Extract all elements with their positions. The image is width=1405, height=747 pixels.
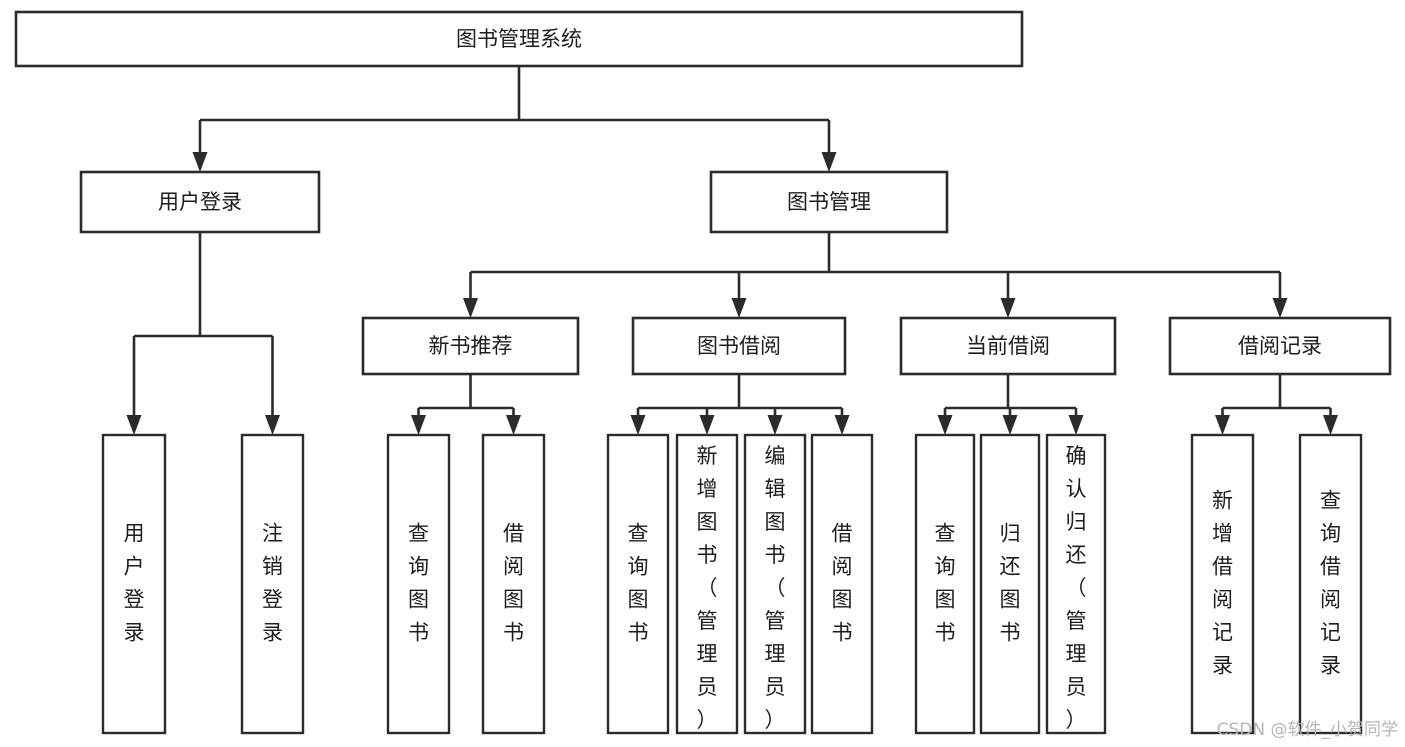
node-box[interactable] — [240, 433, 305, 735]
node-leaf-add-book-admin[interactable]: 新增图书（管理员） — [675, 433, 739, 735]
node-label: 新增图书（管理员） — [697, 444, 718, 732]
node-layer: 图书管理系统用户登录图书管理新书推荐图书借阅当前借阅借阅记录用户登录注销登录查询… — [14, 10, 1392, 735]
arrow-head-icon — [506, 415, 521, 435]
connector-edge-user-login-bus — [126, 232, 280, 435]
arrow-head-icon — [265, 415, 280, 435]
node-leaf-query-book-recommend[interactable]: 查询图书 — [386, 433, 451, 735]
arrow-head-icon — [731, 298, 747, 318]
node-label: 图书管理系统 — [456, 27, 582, 51]
arrow-head-icon — [699, 415, 715, 435]
arrow-head-icon — [1068, 415, 1084, 435]
node-box[interactable] — [1298, 433, 1363, 735]
arrow-head-icon — [1215, 415, 1230, 435]
node-current-borrow[interactable]: 当前借阅 — [899, 316, 1117, 376]
node-box[interactable] — [743, 433, 807, 735]
connector-layer — [126, 66, 1338, 435]
arrow-head-icon — [411, 415, 426, 435]
arrow-head-icon — [463, 298, 478, 318]
node-root[interactable]: 图书管理系统 — [14, 10, 1024, 68]
arrow-head-icon — [630, 415, 646, 435]
node-leaf-borrow-book[interactable]: 借阅图书 — [810, 433, 874, 735]
node-box[interactable] — [14, 10, 1024, 68]
node-borrow-record[interactable]: 借阅记录 — [1168, 316, 1392, 376]
node-box[interactable] — [361, 316, 580, 376]
node-leaf-query-book-current[interactable]: 查询图书 — [914, 433, 976, 735]
node-label: 新书推荐 — [429, 334, 513, 358]
node-leaf-return-book[interactable]: 归还图书 — [979, 433, 1041, 735]
node-box[interactable] — [675, 433, 739, 735]
node-box[interactable] — [386, 433, 451, 735]
node-leaf-logout-login[interactable]: 注销登录 — [240, 433, 305, 735]
node-label: 借阅图书 — [503, 522, 524, 645]
connector-edge-new-book-recommend-bus — [411, 374, 521, 435]
arrow-head-icon — [767, 415, 783, 435]
node-label: 查询借阅记录 — [1320, 489, 1341, 678]
node-leaf-borrow-book-recommend[interactable]: 借阅图书 — [481, 433, 546, 735]
node-user-login[interactable]: 用户登录 — [79, 170, 321, 234]
node-book-borrow[interactable]: 图书借阅 — [631, 316, 847, 376]
node-label: 确认归还（管理员） — [1066, 444, 1087, 732]
arrow-head-icon — [1002, 415, 1018, 435]
node-box[interactable] — [101, 433, 167, 735]
node-label: 查询图书 — [935, 522, 956, 645]
node-label: 注销登录 — [262, 522, 283, 645]
connector-edge-book-management-bus — [463, 232, 1288, 318]
node-leaf-add-borrow-record[interactable]: 新增借阅记录 — [1190, 433, 1255, 735]
node-book-management[interactable]: 图书管理 — [709, 170, 949, 234]
node-leaf-edit-book-admin[interactable]: 编辑图书（管理员） — [743, 433, 807, 735]
arrow-head-icon — [1323, 415, 1338, 435]
arrow-head-icon — [821, 152, 837, 172]
node-label: 归还图书 — [1000, 522, 1021, 645]
node-leaf-query-book-borrow[interactable]: 查询图书 — [606, 433, 670, 735]
node-box[interactable] — [709, 170, 949, 234]
node-box[interactable] — [631, 316, 847, 376]
node-box[interactable] — [79, 170, 321, 234]
connector-edge-borrow-record-bus — [1215, 374, 1338, 435]
node-leaf-query-borrow-record[interactable]: 查询借阅记录 — [1298, 433, 1363, 735]
connector-edge-current-borrow-bus — [937, 374, 1084, 435]
arrow-head-icon — [1272, 298, 1288, 318]
csdn-watermark: CSDN @软件_小贺同学 — [1217, 720, 1398, 740]
node-label: 借阅图书 — [832, 522, 853, 645]
node-box[interactable] — [1045, 433, 1107, 735]
arrow-head-icon — [937, 415, 953, 435]
node-box[interactable] — [810, 433, 874, 735]
arrow-head-icon — [126, 415, 142, 435]
connector-edge-root-bus — [192, 66, 837, 172]
arrow-head-icon — [834, 415, 850, 435]
node-box[interactable] — [481, 433, 546, 735]
node-label: 新增借阅记录 — [1212, 489, 1233, 678]
node-label: 图书管理 — [787, 190, 871, 214]
node-box[interactable] — [1190, 433, 1255, 735]
node-box[interactable] — [606, 433, 670, 735]
arrow-head-icon — [1000, 298, 1016, 318]
node-box[interactable] — [899, 316, 1117, 376]
node-new-book-recommend[interactable]: 新书推荐 — [361, 316, 580, 376]
node-label: 借阅记录 — [1238, 334, 1322, 358]
node-box[interactable] — [1168, 316, 1392, 376]
node-label: 编辑图书（管理员） — [765, 444, 786, 732]
node-label: 图书借阅 — [697, 334, 781, 358]
node-label: 查询图书 — [408, 522, 429, 645]
connector-edge-book-borrow-bus — [630, 374, 850, 435]
node-leaf-confirm-return-admin[interactable]: 确认归还（管理员） — [1045, 433, 1107, 735]
node-label: 当前借阅 — [966, 334, 1050, 358]
node-label: 用户登录 — [124, 522, 145, 645]
node-label: 用户登录 — [158, 190, 242, 214]
node-leaf-user-login[interactable]: 用户登录 — [101, 433, 167, 735]
node-label: 查询图书 — [628, 522, 649, 645]
node-box[interactable] — [914, 433, 976, 735]
node-box[interactable] — [979, 433, 1041, 735]
arrow-head-icon — [192, 152, 208, 172]
